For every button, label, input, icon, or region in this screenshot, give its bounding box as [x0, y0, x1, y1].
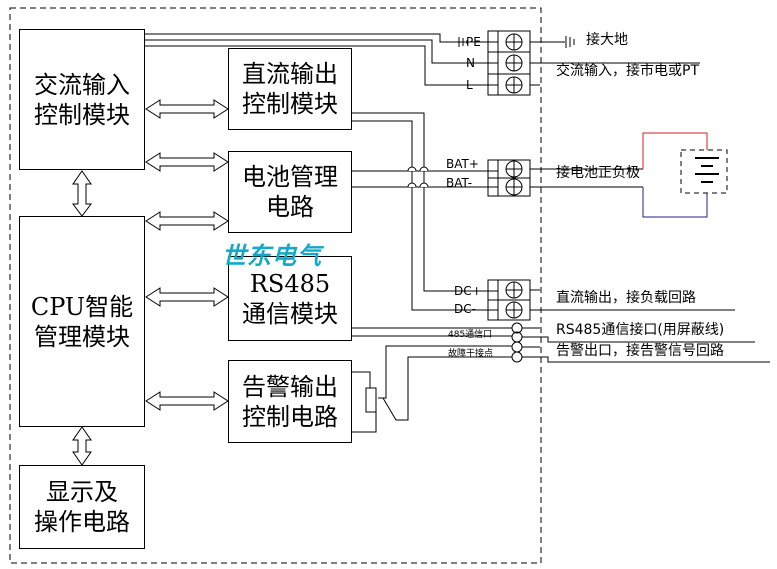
terminal-pe: PE — [466, 35, 481, 49]
arrow-cpu-rs485 — [145, 287, 229, 307]
wire-relay-in — [352, 371, 371, 388]
label-rs485: RS485通信接口(用屏蔽线) — [556, 322, 725, 338]
ground-symbol — [452, 37, 468, 47]
label-ground: 接大地 — [586, 32, 628, 48]
display-operation-circuit: 显示及 操作电路 — [19, 465, 145, 549]
dc-output-label: 直流输出 控制模块 — [242, 60, 338, 118]
wire-relay-out — [352, 412, 377, 433]
label-ac-input: 交流输入，接市电或PT — [556, 63, 699, 79]
arrow-ac-cpu — [72, 170, 92, 217]
wire-fault-a — [378, 345, 512, 399]
rs485-label: RS485 通信模块 — [242, 269, 338, 328]
terminal-block — [487, 30, 531, 363]
terminal-bat-neg: BAT- — [446, 176, 473, 190]
enclosure-dashed-border — [9, 7, 542, 564]
cpu-label: CPU智能 管理模块 — [30, 292, 134, 351]
wire-fault-b — [382, 356, 512, 421]
wire-n — [145, 39, 498, 64]
arrow-cpu-display — [72, 426, 92, 466]
wire-l — [145, 45, 498, 86]
ac-input-label: 交流输入 控制模块 — [34, 70, 130, 129]
ext-ground — [530, 36, 575, 48]
alarm-output-control-circuit: 告警输出 控制电路 — [228, 360, 352, 443]
arrow-cpu-alarm — [145, 391, 229, 411]
terminal-dc-pos: DC+ — [454, 284, 482, 298]
battery-management-circuit: 电池管理 电路 — [228, 151, 352, 233]
terminal-n: N — [466, 56, 475, 70]
relay-coil — [365, 387, 377, 413]
ext-485-b — [522, 336, 755, 343]
rs485-communication-module: RS485 通信模块 — [228, 256, 352, 341]
battery-pos-wire — [642, 132, 708, 169]
terminal-bat-pos: BAT+ — [446, 157, 479, 171]
terminal-dc-neg: DC- — [454, 302, 476, 316]
display-label: 显示及 操作电路 — [34, 478, 130, 536]
ext-fault-b — [522, 356, 770, 363]
wire-dc-pos — [352, 112, 498, 292]
alarm-label: 告警输出 控制电路 — [242, 372, 338, 431]
external-wiring — [522, 36, 770, 363]
arrow-cpu-battery — [145, 211, 229, 231]
terminal-l: L — [466, 78, 473, 92]
battery-neg-wire — [642, 187, 708, 218]
wire-hops — [407, 166, 429, 188]
wire-dc-neg — [352, 120, 498, 311]
brand-watermark: 世东电气 — [222, 242, 322, 270]
terminal-fault-contact: 故障干接点 — [448, 349, 494, 359]
label-battery: 接电池正负极 — [556, 165, 640, 181]
label-dc-output: 直流输出，接负载回路 — [556, 290, 696, 306]
dc-output-control-module: 直流输出 控制模块 — [228, 48, 352, 130]
ac-input-control-module: 交流输入 控制模块 — [19, 29, 145, 170]
label-alarm: 告警出口，接告警信号回路 — [556, 343, 724, 359]
terminal-485-port: 485通信口 — [448, 330, 493, 340]
battery-symbol — [642, 132, 728, 218]
arrow-ac-battery — [145, 152, 229, 172]
wire-pe — [145, 33, 498, 43]
battery-label: 电池管理 电路 — [242, 163, 338, 221]
arrow-ac-dc — [145, 99, 229, 119]
cpu-management-module: CPU智能 管理模块 — [19, 216, 145, 427]
